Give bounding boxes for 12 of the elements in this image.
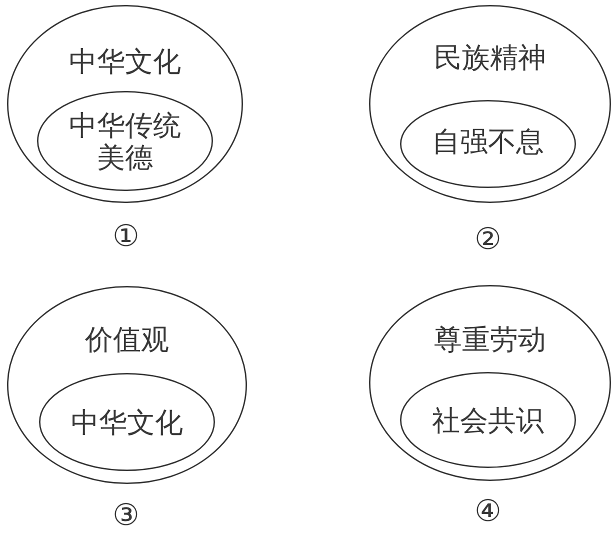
- ellipse-label: 中华文化: [69, 46, 181, 78]
- ellipse-label: 中华传统美德: [68, 110, 182, 174]
- circled-number: ④: [474, 497, 502, 527]
- ellipse-label: 价值观: [85, 324, 169, 356]
- ellipse-label: 尊重劳动: [434, 324, 546, 356]
- ellipse-label: 民族精神: [434, 42, 546, 74]
- circled-number: ②: [474, 225, 502, 255]
- ellipse-label: 社会共识: [432, 404, 544, 438]
- ellipse-label: 中华文化: [71, 406, 183, 440]
- circled-number: ①: [112, 222, 140, 252]
- ellipse-label: 自强不息: [432, 126, 544, 158]
- circled-number: ③: [112, 501, 140, 531]
